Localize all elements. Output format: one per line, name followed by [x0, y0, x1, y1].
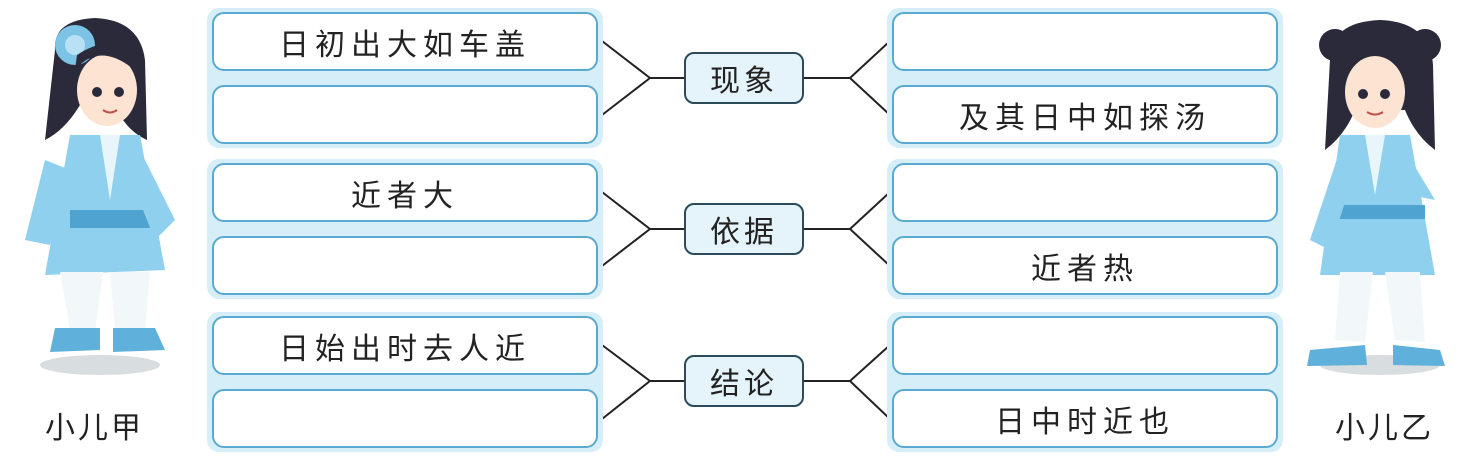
child-b-figure: [1307, 20, 1445, 375]
conclusion-left-1: 日始出时去人近: [212, 316, 598, 375]
conclusion-right-1[interactable]: [892, 316, 1278, 375]
child-a-figure: [25, 18, 175, 375]
phenomenon-label: 现象: [684, 52, 804, 104]
basis-left-2[interactable]: [212, 236, 598, 295]
basis-label: 依据: [684, 203, 804, 255]
child-b-name: 小儿乙: [1335, 411, 1434, 446]
phenomenon-left-2[interactable]: [212, 85, 598, 144]
phenomenon-right-1[interactable]: [892, 12, 1278, 71]
basis-right-1[interactable]: [892, 163, 1278, 222]
conclusion-label: 结论: [684, 355, 804, 407]
conclusion-left-2[interactable]: [212, 389, 598, 448]
conclusion-right-2: 日中时近也: [892, 389, 1278, 448]
basis-left-1: 近者大: [212, 163, 598, 222]
phenomenon-right-2: 及其日中如探汤: [892, 85, 1278, 144]
child-a-name: 小儿甲: [45, 411, 144, 446]
basis-right-2: 近者热: [892, 236, 1278, 295]
phenomenon-left-1: 日初出大如车盖: [212, 12, 598, 71]
